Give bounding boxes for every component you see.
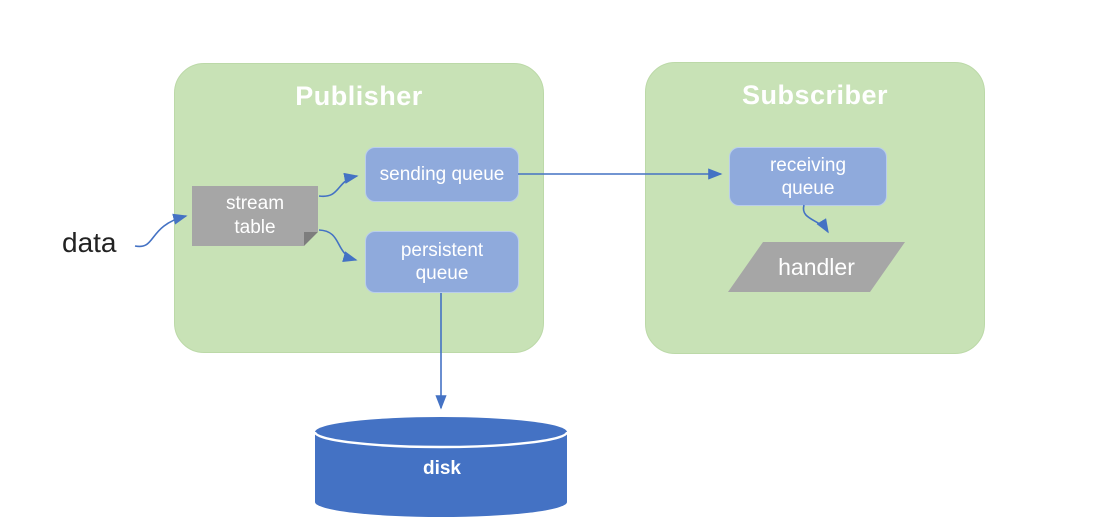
disk-label: disk bbox=[422, 458, 462, 479]
subscriber-container: Subscriber bbox=[645, 62, 985, 354]
stream-table-node: stream table bbox=[192, 186, 318, 246]
receiving-queue-node: receiving queue bbox=[729, 147, 887, 206]
stream-table-label: stream table bbox=[225, 193, 285, 238]
publisher-title: Publisher bbox=[295, 81, 423, 111]
handler-node: handler bbox=[728, 242, 905, 292]
disk-node: disk bbox=[313, 414, 571, 520]
disk-cylinder-icon bbox=[313, 417, 569, 517]
persistent-queue-label: persistent queue bbox=[400, 240, 484, 284]
receiving-queue-label: receiving queue bbox=[769, 154, 847, 199]
persistent-queue-node: persistent queue bbox=[365, 231, 519, 293]
subscriber-title: Subscriber bbox=[741, 80, 889, 110]
sending-queue-node: sending queue bbox=[365, 147, 519, 202]
handler-label: handler bbox=[778, 253, 855, 280]
data-label: data bbox=[62, 227, 117, 258]
sending-queue-label: sending queue bbox=[379, 164, 505, 185]
